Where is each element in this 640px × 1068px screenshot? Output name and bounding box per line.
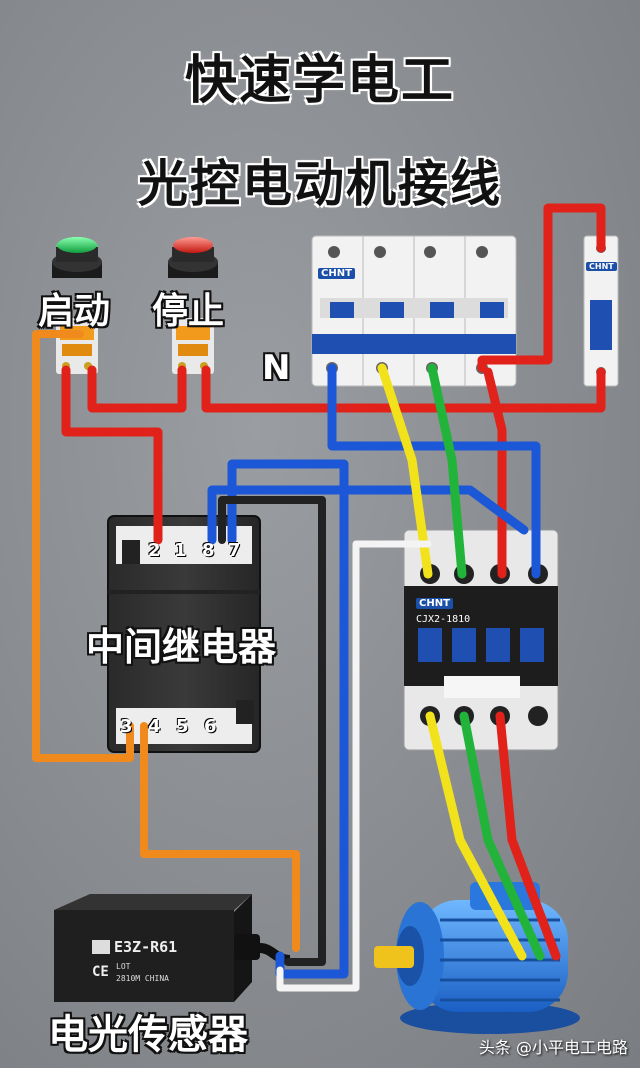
wire-red-control [201, 365, 606, 413]
wire-red-motor [495, 711, 561, 961]
relay-body [107, 515, 261, 753]
wire-red-phase-c [483, 367, 507, 579]
breaker-brand: CHNT [318, 268, 355, 279]
contactor-brand: CHNT [416, 598, 453, 609]
wire-green-motor [459, 711, 545, 961]
wire-blue-n [327, 363, 541, 579]
wire-red-supply [477, 203, 606, 373]
wire-yellow-phase-a [377, 363, 433, 579]
stop-button-red-cap [173, 237, 213, 253]
stop-button-label: 停止 [152, 291, 225, 332]
relay-pin-4: 4 [148, 716, 161, 737]
wires [32, 203, 606, 992]
sensor-model: E3Z-R61 [114, 938, 178, 956]
relay-pin-7: 7 [228, 540, 241, 561]
watermark: 头条 @小平电工电路 [478, 1038, 628, 1057]
sensor-lot-line2: 2810M CHINA [116, 974, 169, 983]
relay-pin-2: 2 [148, 540, 161, 561]
page-subtitle: 光控电动机接线 [138, 155, 502, 213]
sensor-label: 电光传感器 [48, 1012, 248, 1058]
sensor-ce-mark: CE [92, 964, 109, 980]
motor [374, 882, 580, 1034]
page-title: 快速学电工 [184, 51, 455, 111]
start-button-label: 启动 [38, 291, 111, 332]
relay-label: 中间继电器 [86, 625, 277, 669]
relay-pin-5: 5 [176, 716, 189, 737]
relay-pin-6: 6 [204, 716, 217, 737]
wire-white-sensor [276, 540, 432, 992]
wire-green-phase-b [427, 363, 467, 579]
sensor-lot: LOT [116, 962, 131, 971]
relay-pin-1: 1 [174, 540, 187, 561]
main-breaker [311, 235, 517, 387]
wire-orange-start [32, 330, 134, 762]
relay-pin-3: 3 [120, 716, 133, 737]
stop-button-device [168, 237, 218, 374]
wire-red-stop-start [87, 365, 187, 413]
small-breaker-brand: CHNT [586, 262, 617, 271]
relay-pin-8: 8 [202, 540, 215, 561]
contactor-model: CJX2-1810 [416, 614, 471, 625]
control-breaker [583, 235, 619, 387]
neutral-label: N [262, 348, 291, 388]
wire-orange-relay4 [140, 722, 300, 952]
wire-yellow-motor [425, 711, 527, 961]
wire-black-sensor [218, 496, 326, 966]
wire-red-start-relay2 [61, 365, 163, 545]
